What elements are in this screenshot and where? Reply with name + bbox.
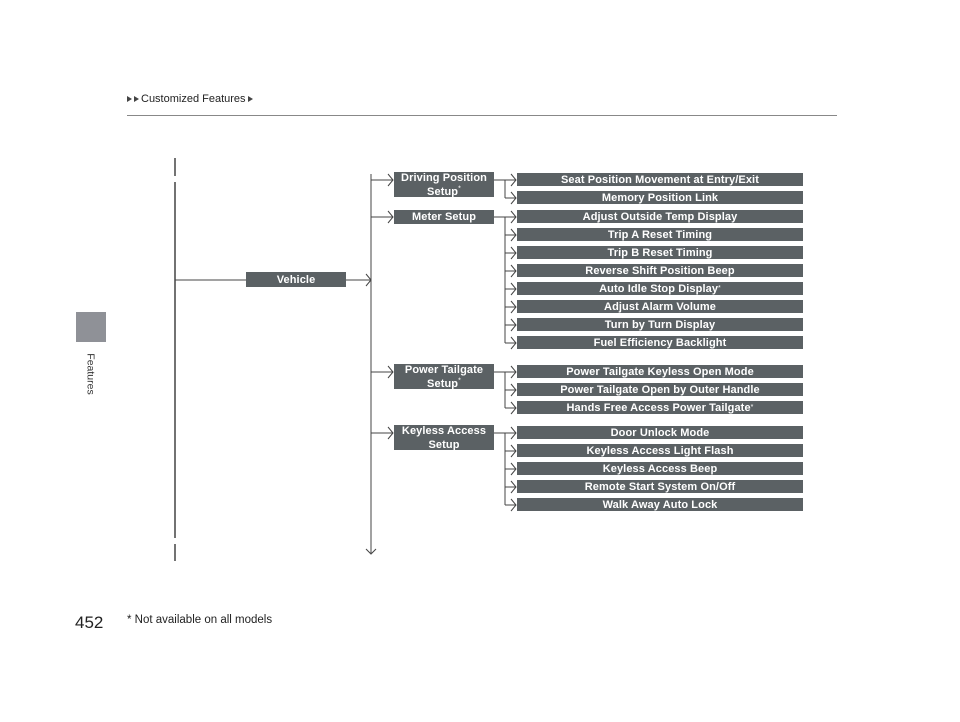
footnote-star-marker: * xyxy=(458,376,461,384)
section-tab-marker xyxy=(76,312,106,342)
group-label-line2: Setup xyxy=(428,438,460,451)
setting-item[interactable]: Remote Start System On/Off xyxy=(517,480,803,493)
setting-item[interactable]: Seat Position Movement at Entry/Exit xyxy=(517,173,803,186)
setting-item-label: Auto Idle Stop Display xyxy=(599,282,719,295)
setting-item[interactable]: Adjust Alarm Volume xyxy=(517,300,803,313)
header-divider xyxy=(127,115,837,116)
group-label-line2: Setup* xyxy=(427,184,461,198)
group-node-meter-setup[interactable]: Meter Setup xyxy=(394,210,494,224)
setting-item[interactable]: Turn by Turn Display xyxy=(517,318,803,331)
setting-item-label: Hands Free Access Power Tailgate xyxy=(566,401,751,414)
setting-item[interactable]: Memory Position Link xyxy=(517,191,803,204)
setting-item-label: Adjust Alarm Volume xyxy=(604,300,716,313)
setting-item[interactable]: Auto Idle Stop Display* xyxy=(517,282,803,295)
setting-item-label: Power Tailgate Keyless Open Mode xyxy=(566,365,754,378)
setting-item-label: Keyless Access Light Flash xyxy=(586,444,734,457)
setting-item[interactable]: Hands Free Access Power Tailgate* xyxy=(517,401,803,414)
setting-item[interactable]: Trip B Reset Timing xyxy=(517,246,803,259)
setting-item-label: Keyless Access Beep xyxy=(602,462,718,475)
setting-item[interactable]: Door Unlock Mode xyxy=(517,426,803,439)
setting-item-label: Trip B Reset Timing xyxy=(607,246,713,259)
setting-item-label: Reverse Shift Position Beep xyxy=(585,264,735,277)
setting-item-label: Turn by Turn Display xyxy=(604,318,716,331)
root-vehicle-node[interactable]: Vehicle xyxy=(246,272,346,287)
breadcrumb-text[interactable]: Customized Features xyxy=(141,93,246,105)
page-number: 452 xyxy=(75,613,104,632)
group-label-line2: Setup* xyxy=(427,376,461,390)
footnote-star-marker: * xyxy=(458,184,461,192)
breadcrumb-arrow-icon xyxy=(134,96,139,102)
setting-item-label: Power Tailgate Open by Outer Handle xyxy=(560,383,760,396)
group-label-line1: Power Tailgate xyxy=(404,363,484,376)
setting-item-label: Fuel Efficiency Backlight xyxy=(593,336,727,349)
setting-item[interactable]: Adjust Outside Temp Display xyxy=(517,210,803,223)
setting-item-label: Seat Position Movement at Entry/Exit xyxy=(561,173,759,186)
setting-item[interactable]: Keyless Access Beep xyxy=(517,462,803,475)
setting-item[interactable]: Power Tailgate Open by Outer Handle xyxy=(517,383,803,396)
setting-item-label: Remote Start System On/Off xyxy=(584,480,736,493)
setting-item[interactable]: Power Tailgate Keyless Open Mode xyxy=(517,365,803,378)
setting-item-label: Walk Away Auto Lock xyxy=(602,498,718,511)
breadcrumb-arrow-icon xyxy=(127,96,132,102)
setting-item[interactable]: Keyless Access Light Flash xyxy=(517,444,803,457)
setting-item-label: Memory Position Link xyxy=(601,191,719,204)
breadcrumb: Customized Features xyxy=(127,93,253,105)
setting-item-label: Adjust Outside Temp Display xyxy=(582,210,738,223)
setting-item[interactable]: Reverse Shift Position Beep xyxy=(517,264,803,277)
group-label-line1: Driving Position xyxy=(401,171,487,184)
setting-item[interactable]: Trip A Reset Timing xyxy=(517,228,803,241)
breadcrumb-arrow-icon xyxy=(247,96,253,102)
setting-item[interactable]: Walk Away Auto Lock xyxy=(517,498,803,511)
setting-item[interactable]: Fuel Efficiency Backlight xyxy=(517,336,803,349)
setting-item-label: Door Unlock Mode xyxy=(610,426,710,439)
footnote: * Not available on all models xyxy=(127,614,273,626)
group-label-line1: Meter Setup xyxy=(411,211,477,223)
setting-item-label: Trip A Reset Timing xyxy=(607,228,713,241)
group-label-line1: Keyless Access xyxy=(401,424,487,437)
